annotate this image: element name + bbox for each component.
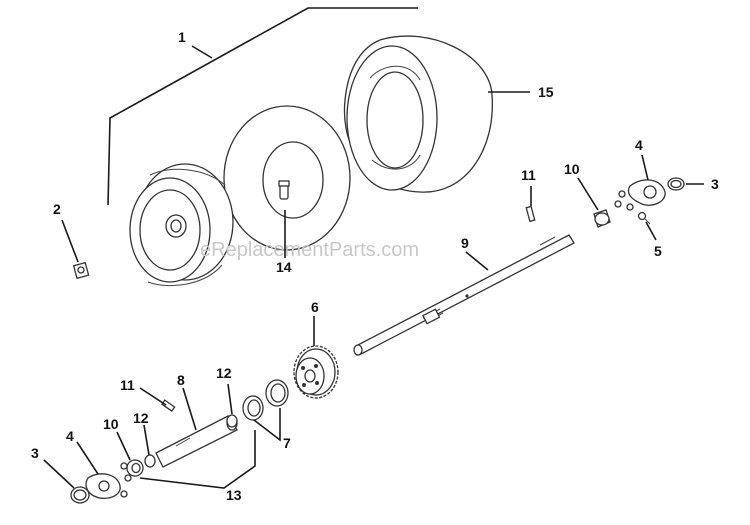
bearing-right[interactable] — [593, 209, 611, 228]
leader-lines — [43, 7, 704, 489]
bearing-left[interactable] — [126, 459, 144, 477]
spacer-tube[interactable] — [155, 415, 238, 468]
callout-11-left[interactable]: 11 — [120, 377, 135, 393]
axle-key-right[interactable] — [525, 205, 536, 223]
callout-7[interactable]: 7 — [283, 435, 291, 451]
callout-9[interactable]: 9 — [461, 235, 469, 251]
axle-shaft[interactable] — [353, 234, 575, 356]
axle-key-left[interactable] — [161, 399, 176, 412]
spacer-washers[interactable] — [242, 379, 289, 421]
callout-11-right[interactable]: 11 — [521, 167, 536, 183]
callout-13[interactable]: 13 — [226, 487, 242, 503]
inner-tube[interactable] — [223, 105, 351, 251]
callout-5[interactable]: 5 — [654, 243, 662, 259]
drive-gear[interactable] — [293, 345, 339, 399]
hub-right[interactable] — [614, 179, 666, 211]
callout-8[interactable]: 8 — [177, 372, 185, 388]
retaining-ring-left[interactable] — [70, 486, 90, 504]
callout-3-right[interactable]: 3 — [711, 176, 719, 192]
hub-left[interactable] — [85, 462, 132, 500]
callout-12-top[interactable]: 12 — [216, 365, 232, 381]
callout-4-right[interactable]: 4 — [635, 137, 643, 153]
callout-10-right[interactable]: 10 — [564, 161, 580, 177]
valve-stem[interactable] — [72, 261, 90, 280]
callout-10-left[interactable]: 10 — [103, 416, 119, 432]
callout-15[interactable]: 15 — [538, 84, 554, 100]
retaining-ring-right[interactable] — [667, 177, 685, 191]
hub-screw[interactable] — [637, 211, 651, 225]
callout-1[interactable]: 1 — [178, 29, 186, 45]
callout-3-left[interactable]: 3 — [31, 445, 39, 461]
callout-labels: 1 2 3 3 4 4 5 6 7 8 9 10 10 11 11 12 12 … — [31, 29, 719, 503]
callout-2[interactable]: 2 — [53, 201, 61, 217]
wheel-rim[interactable] — [129, 163, 234, 287]
callout-6[interactable]: 6 — [311, 299, 319, 315]
tire[interactable] — [343, 35, 493, 193]
callout-14[interactable]: 14 — [276, 259, 292, 275]
callout-4-left[interactable]: 4 — [66, 428, 74, 444]
watermark-text: eReplacementParts.com — [200, 239, 419, 261]
bushings[interactable] — [144, 414, 238, 468]
callout-12-left[interactable]: 12 — [133, 410, 149, 426]
